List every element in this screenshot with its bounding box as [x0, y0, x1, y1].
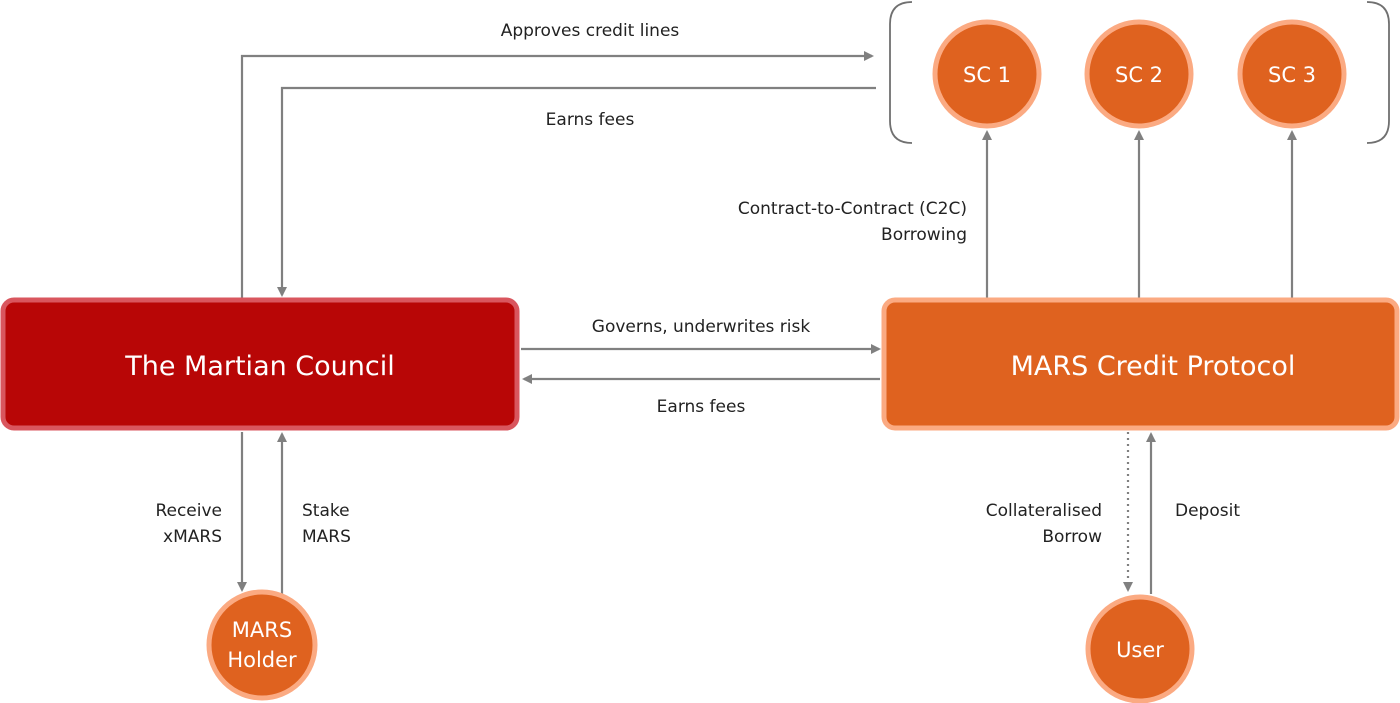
node-martian-council-label: The Martian Council	[124, 351, 395, 382]
node-sc1[interactable]: SC 1	[932, 19, 1042, 129]
node-sc1-label: SC 1	[963, 63, 1011, 87]
node-mars-credit-protocol-label: MARS Credit Protocol	[1011, 351, 1296, 382]
arrow-earns-fees-top	[277, 86, 876, 297]
node-mars-holder[interactable]: MARS Holder	[206, 589, 318, 701]
node-sc2-label: SC 2	[1115, 63, 1163, 87]
smart-contracts-bracket-left	[889, 1, 913, 144]
label-collateralised-line2: Borrow	[1042, 527, 1102, 547]
label-approves-credit-lines: Approves credit lines	[501, 21, 680, 41]
node-mars-holder-label-line2: Holder	[227, 648, 297, 672]
node-user-label: User	[1116, 638, 1164, 662]
label-governs: Governs, underwrites risk	[592, 317, 811, 337]
node-martian-council[interactable]: The Martian Council	[0, 297, 520, 431]
node-mars-credit-protocol[interactable]: MARS Credit Protocol	[881, 297, 1400, 431]
label-collateralised-line1: Collateralised	[986, 501, 1102, 521]
label-c2c-line2: Borrowing	[881, 225, 967, 245]
label-deposit: Deposit	[1175, 501, 1240, 521]
node-user[interactable]: User	[1085, 594, 1195, 703]
arrow-approves-credit-lines	[240, 51, 874, 298]
node-sc2[interactable]: SC 2	[1084, 19, 1194, 129]
label-c2c-line1: Contract-to-Contract (C2C)	[738, 199, 967, 219]
node-sc3-label: SC 3	[1268, 63, 1316, 87]
label-receive-line2: xMARS	[163, 527, 222, 547]
node-sc3[interactable]: SC 3	[1237, 19, 1347, 129]
label-stake-line1: Stake	[302, 501, 350, 521]
label-stake-line2: MARS	[302, 527, 351, 547]
label-earns-fees-middle: Earns fees	[657, 397, 746, 417]
node-mars-holder-label-line1: MARS	[232, 618, 292, 642]
smart-contracts-bracket-right	[1366, 1, 1390, 144]
label-receive-line1: Receive	[155, 501, 222, 521]
label-earns-fees-top: Earns fees	[546, 110, 635, 130]
